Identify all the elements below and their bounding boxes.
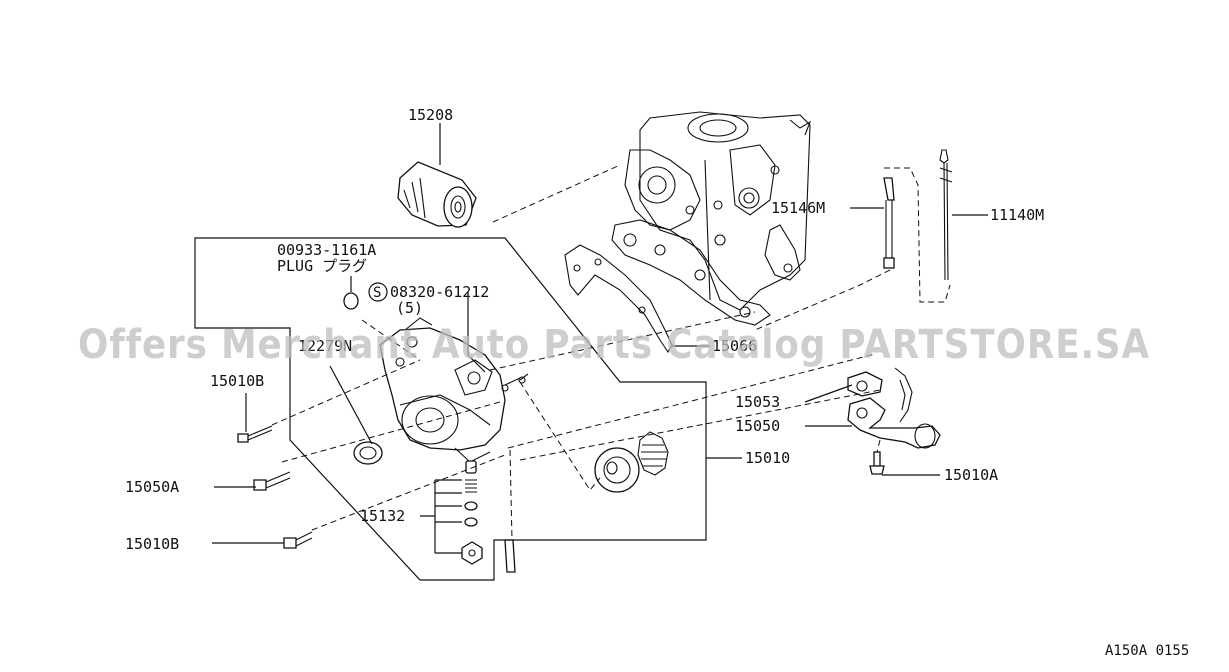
pump-rotor-drawing (594, 431, 669, 493)
label-15050a[interactable]: 15050A (125, 478, 179, 496)
diagram-code: A150A 0155 (1105, 643, 1189, 659)
relief-valve-set-drawing (461, 460, 483, 565)
label-15010a[interactable]: 15010A (944, 466, 998, 484)
front-cover-gasket-drawing (564, 244, 673, 354)
leader-lines (212, 123, 988, 554)
label-15132[interactable]: 15132 (360, 507, 405, 525)
oil-strainer-drawing (847, 367, 941, 475)
dipstick-drawing (883, 149, 953, 281)
s-mark-letter: S (373, 285, 381, 301)
label-15053[interactable]: 15053 (735, 393, 780, 411)
label-15066[interactable]: 15066 (712, 337, 757, 355)
label-15050[interactable]: 15050 (735, 417, 780, 435)
label-15010b-bottom[interactable]: 15010B (125, 535, 179, 553)
label-11140m[interactable]: 11140M (990, 206, 1044, 224)
oil-filter-drawing (397, 161, 477, 228)
oil-seal-drawing (353, 441, 383, 465)
oil-pump-housing-drawing (379, 317, 526, 463)
watermark-text: Offers Merchant Auto Parts Catalog PARTS… (78, 322, 1150, 368)
label-15010[interactable]: 15010 (745, 449, 790, 467)
label-15010b-top[interactable]: 15010B (210, 372, 264, 390)
assembly-outline (194, 237, 707, 581)
s-mark-circle (368, 282, 388, 302)
label-08320-61212[interactable]: 08320-61212 (390, 283, 489, 301)
label-00933-1161a[interactable]: 00933-1161A (277, 241, 376, 259)
engine-block-drawing (611, 111, 812, 326)
label-15146m[interactable]: 15146M (771, 199, 825, 217)
label-qty-5: (5) (396, 299, 423, 317)
label-15208[interactable]: 15208 (408, 106, 453, 124)
label-plug: PLUG プラグ (277, 257, 367, 275)
label-12279n[interactable]: 12279N (298, 337, 352, 355)
